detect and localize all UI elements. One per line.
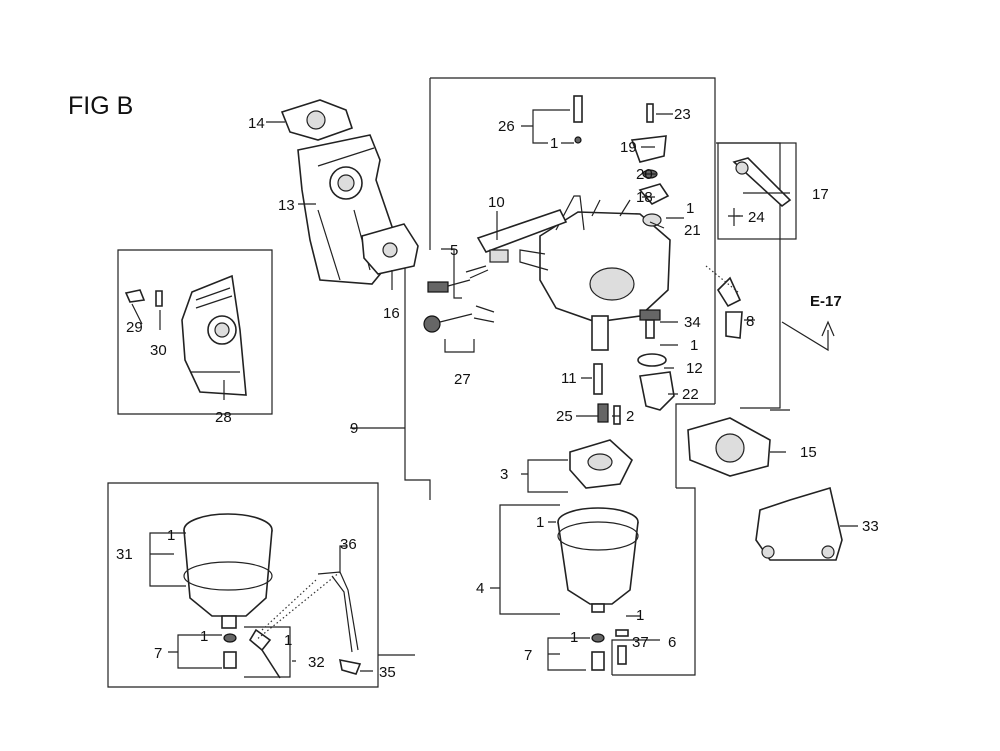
callout-1-g: 1: [167, 527, 175, 544]
callout-22: 22: [682, 386, 699, 403]
callout-4: 4: [476, 580, 484, 597]
callout-12: 12: [686, 360, 703, 377]
callout-34: 34: [684, 314, 701, 331]
dashed-links: [255, 265, 739, 641]
callout-15: 15: [800, 444, 817, 461]
callout-5: 5: [450, 242, 458, 259]
drain-cup-part: [639, 371, 675, 411]
main-group-outline: [404, 77, 716, 676]
callout-17: 17: [812, 186, 829, 203]
callout-1-b: 1: [686, 200, 694, 217]
callout-14: 14: [248, 115, 265, 132]
choke-lever-box: [717, 142, 797, 240]
callout-31: 31: [116, 546, 133, 563]
callout-33: 33: [862, 518, 879, 535]
callout-25: 25: [556, 408, 573, 425]
reference-arrow: [821, 320, 835, 337]
callout-35: 35: [379, 664, 396, 681]
callout-1-i: 1: [284, 632, 292, 649]
callout-2: 2: [626, 408, 634, 425]
callout-23: 23: [674, 106, 691, 123]
carburetor-body-part: [519, 195, 671, 351]
callout-11: 11: [561, 370, 577, 387]
float-bowl-left-part: [183, 513, 273, 629]
callout-1-f: 1: [636, 607, 644, 624]
callout-37: 37: [632, 634, 649, 651]
insulator-gasket-part: [280, 99, 354, 141]
float-bowl-group-outline: [107, 482, 415, 688]
callout-1-e: 1: [570, 629, 578, 646]
callout-9: 9: [350, 420, 358, 437]
callout-3: 3: [500, 466, 508, 483]
float-bowl-center-part: [557, 507, 639, 613]
callout-7-b: 7: [524, 647, 532, 664]
callout-18: 18: [636, 189, 653, 206]
main-nozzle-part: [593, 363, 621, 425]
callout-30: 30: [150, 342, 167, 359]
top-screw-part: [573, 95, 583, 144]
callout-24: 24: [748, 209, 765, 226]
float-part: [569, 439, 633, 489]
callout-21: 21: [684, 222, 701, 239]
drain-tube-part: [317, 571, 362, 675]
pilot-jet-part: [476, 209, 568, 263]
callout-32: 32: [308, 654, 325, 671]
governor-clip-part: [124, 289, 163, 307]
throttle-stop-screw-part: [423, 305, 495, 333]
o-ring-part: [637, 353, 667, 367]
choke-cap-part: [630, 103, 670, 227]
callout-20: 20: [636, 166, 653, 183]
choke-lever-part: [728, 157, 792, 226]
callout-29: 29: [126, 319, 143, 336]
callout-6: 6: [668, 634, 676, 651]
callout-36: 36: [340, 536, 357, 553]
insulator-plate-part: [687, 417, 771, 477]
callout-19: 19: [620, 139, 637, 156]
carburetor-gasket-part: [361, 223, 419, 275]
callout-26: 26: [498, 118, 515, 135]
callout-16: 16: [383, 305, 400, 322]
callout-27: 27: [454, 371, 471, 388]
drain-bolt-left-part: [223, 628, 281, 679]
callout-1-d: 1: [536, 514, 544, 531]
reference-label-e17: E-17: [810, 293, 842, 310]
callout-10: 10: [488, 194, 505, 211]
drain-screw-part: [639, 309, 661, 339]
governor-bracket-part: [181, 274, 247, 396]
callout-13: 13: [278, 197, 295, 214]
heat-shield-part: [755, 486, 843, 561]
callout-28: 28: [215, 409, 232, 426]
idle-screw-part: [427, 265, 489, 293]
governor-group-outline: [117, 249, 273, 415]
callout-1-c: 1: [690, 337, 698, 354]
leader-lines: [131, 109, 858, 678]
choke-plate-part: [716, 276, 743, 339]
drain-bolt-center-part: [591, 629, 629, 671]
callout-7-a: 7: [154, 645, 162, 662]
callout-1-a: 1: [550, 135, 558, 152]
callout-1-h: 1: [200, 628, 208, 645]
callout-8: 8: [746, 313, 754, 330]
figure-title: FIG B: [68, 92, 133, 120]
